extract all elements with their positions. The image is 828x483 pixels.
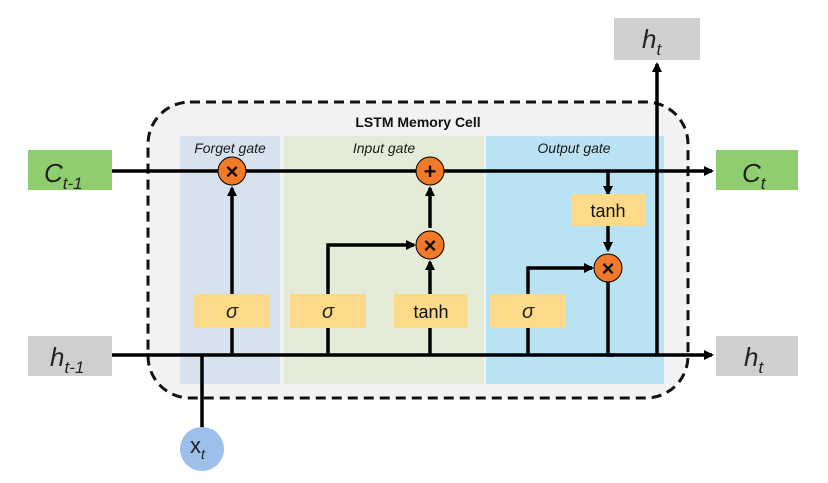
h-out-sub: t bbox=[758, 358, 764, 377]
c-out-base: C bbox=[742, 158, 761, 188]
h-prev-sub: t-1 bbox=[64, 358, 84, 377]
svg-text:ht: ht bbox=[642, 24, 662, 59]
output-sigma-box: σ bbox=[490, 294, 566, 328]
svg-text:ht-1: ht-1 bbox=[50, 342, 84, 377]
svg-text:ht: ht bbox=[744, 342, 764, 377]
h-prev-base: h bbox=[50, 342, 64, 372]
input-multiply-label: × bbox=[424, 233, 437, 258]
output-gate-label: Output gate bbox=[537, 140, 610, 156]
input-gate-region bbox=[284, 136, 484, 384]
forget-sigma-box: σ bbox=[194, 294, 270, 328]
c-out-sub: t bbox=[761, 174, 767, 193]
x-sub: t bbox=[201, 446, 206, 462]
svg-text:xt: xt bbox=[190, 433, 206, 462]
output-gate-region bbox=[486, 136, 664, 384]
input-tanh-box: tanh bbox=[394, 294, 468, 328]
cell-title: LSTM Memory Cell bbox=[355, 114, 480, 130]
h-out-base: h bbox=[744, 342, 758, 372]
c-prev-sub: t-1 bbox=[63, 174, 83, 193]
x-input-circle: xt bbox=[180, 427, 224, 471]
h-top-sub: t bbox=[656, 40, 662, 59]
output-tanh-label: tanh bbox=[590, 201, 625, 221]
h-out-box: ht bbox=[716, 336, 798, 377]
input-gate-label: Input gate bbox=[353, 140, 415, 156]
output-tanh-box: tanh bbox=[571, 194, 645, 226]
forget-multiply-op: × bbox=[217, 156, 247, 186]
forget-gate-label: Forget gate bbox=[194, 140, 266, 156]
cell-add-label: + bbox=[424, 159, 437, 184]
input-sigma-label: σ bbox=[322, 301, 335, 323]
svg-text:Ct-1: Ct-1 bbox=[44, 158, 83, 193]
output-multiply-op: × bbox=[593, 253, 623, 283]
connection-lines bbox=[112, 62, 714, 428]
svg-text:Ct: Ct bbox=[742, 158, 767, 193]
input-tanh-label: tanh bbox=[413, 302, 448, 322]
c-prev-box: Ct-1 bbox=[28, 150, 112, 193]
c-out-box: Ct bbox=[716, 150, 798, 193]
input-multiply-op: × bbox=[415, 230, 445, 260]
forget-sigma-label: σ bbox=[226, 301, 239, 323]
c-prev-base: C bbox=[44, 158, 63, 188]
h-top-base: h bbox=[642, 24, 656, 54]
cell-add-op: + bbox=[415, 156, 445, 186]
x-base: x bbox=[190, 433, 201, 458]
h-top-box: ht bbox=[614, 18, 700, 60]
h-prev-box: ht-1 bbox=[28, 336, 112, 377]
input-sigma-box: σ bbox=[290, 294, 366, 328]
output-multiply-label: × bbox=[602, 256, 615, 281]
forget-multiply-label: × bbox=[226, 159, 239, 184]
output-sigma-label: σ bbox=[522, 301, 535, 323]
